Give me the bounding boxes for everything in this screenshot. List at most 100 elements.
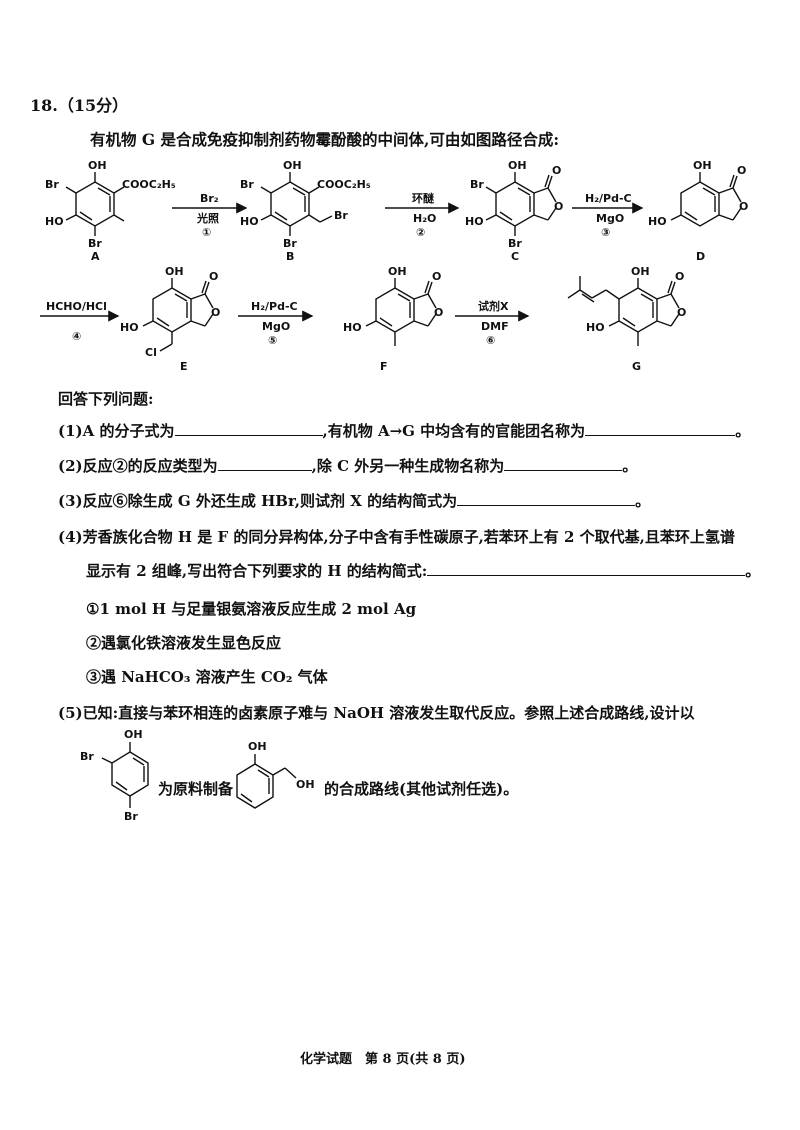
c-oh: OH bbox=[508, 159, 527, 172]
question-1: (1)A 的分子式为 ,有机物 A→G 中均含有的官能团名称为 。 bbox=[58, 420, 750, 441]
a-label: A bbox=[91, 250, 100, 263]
q2-text-1: (2)反应②的反应类型为 bbox=[58, 457, 218, 475]
q5-end-text: 的合成路线(其他试剂任选)。 bbox=[324, 780, 519, 798]
q1-blank-1[interactable] bbox=[174, 421, 323, 436]
e-label: E bbox=[180, 360, 188, 373]
q4-line-1: (4)芳香族化合物 H 是 F 的同分异构体,分子中含有手性碳原子,若苯环上有 … bbox=[58, 528, 735, 546]
r3-top: H₂/Pd-C bbox=[585, 192, 632, 205]
r2-num: ② bbox=[416, 226, 425, 239]
b-oh: OH bbox=[283, 159, 302, 172]
r5-num: ⑤ bbox=[268, 334, 277, 347]
e-oh: OH bbox=[165, 265, 184, 278]
b-ho: HO bbox=[240, 215, 259, 228]
r3-num: ③ bbox=[601, 226, 610, 239]
compound-f-structure bbox=[365, 278, 437, 346]
q1-end: 。 bbox=[735, 422, 751, 440]
d-label: D bbox=[696, 250, 705, 263]
question-intro: 有机物 G 是合成免疫抑制剂药物霉酚酸的中间体,可由如图路径合成: bbox=[90, 130, 560, 149]
c-o-ring: O bbox=[554, 200, 563, 213]
b-br2: Br bbox=[283, 237, 297, 250]
compound-c-structure bbox=[485, 172, 557, 236]
r5-bottom: MgO bbox=[262, 320, 290, 333]
page-footer: 化学试题 第 8 页(共 8 页) bbox=[300, 1052, 466, 1067]
q5-start-br1: Br bbox=[80, 750, 94, 763]
d-oh: OH bbox=[693, 159, 712, 172]
g-oh: OH bbox=[631, 265, 650, 278]
f-o-ring: O bbox=[434, 306, 443, 319]
e-cl: Cl bbox=[145, 346, 157, 359]
q4-condition-1: ①1 mol H 与足量银氨溶液反应生成 2 mol Ag bbox=[86, 600, 417, 618]
b-ester: COOC₂H₅ bbox=[317, 178, 371, 191]
q4-line-2: 显示有 2 组峰,写出符合下列要求的 H 的结构简式: 。 bbox=[86, 560, 760, 581]
q3-blank-1[interactable] bbox=[457, 491, 636, 506]
g-ho: HO bbox=[586, 321, 605, 334]
q3-end: 。 bbox=[635, 492, 651, 510]
q4-line-2-text: 显示有 2 组峰,写出符合下列要求的 H 的结构简式: bbox=[86, 562, 428, 580]
answer-intro: 回答下列问题: bbox=[58, 390, 154, 408]
a-ho: HO bbox=[45, 215, 64, 228]
q2-end: 。 bbox=[622, 457, 638, 475]
q5-target-oh2: OH bbox=[296, 778, 315, 791]
q4-condition-3: ③遇 NaHCO₃ 溶液产生 CO₂ 气体 bbox=[86, 668, 328, 686]
b-br1: Br bbox=[240, 178, 254, 191]
a-br2: Br bbox=[88, 237, 102, 250]
q5-start-oh: OH bbox=[124, 728, 143, 741]
b-br3: Br bbox=[334, 209, 348, 222]
c-ho: HO bbox=[465, 215, 484, 228]
a-br1: Br bbox=[45, 178, 59, 191]
f-label: F bbox=[380, 360, 388, 373]
d-ho: HO bbox=[648, 215, 667, 228]
f-ho: HO bbox=[343, 321, 362, 334]
r1-bottom: 光照 bbox=[196, 211, 219, 225]
c-o-carbonyl: O bbox=[552, 164, 561, 177]
q5-target-oh: OH bbox=[248, 740, 267, 753]
e-o-ring: O bbox=[211, 306, 220, 319]
compound-b-structure bbox=[260, 172, 333, 236]
q1-blank-2[interactable] bbox=[585, 421, 736, 436]
f-o-carbonyl: O bbox=[432, 270, 441, 283]
d-o-ring: O bbox=[739, 200, 748, 213]
compound-a-structure bbox=[65, 172, 125, 236]
q5-start-br2: Br bbox=[124, 810, 138, 823]
q2-text-2: ,除 C 外另一种生成物名称为 bbox=[311, 457, 505, 475]
r6-bottom: DMF bbox=[481, 320, 509, 333]
q3-text-1: (3)反应⑥除生成 G 外还生成 HBr,则试剂 X 的结构简式为 bbox=[58, 492, 458, 510]
question-number: 18.（15分） bbox=[30, 96, 129, 115]
c-br1: Br bbox=[470, 178, 484, 191]
e-o-carbonyl: O bbox=[209, 270, 218, 283]
q4-end: 。 bbox=[745, 562, 761, 580]
d-o-carbonyl: O bbox=[737, 164, 746, 177]
g-label: G bbox=[632, 360, 641, 373]
q2-blank-1[interactable] bbox=[217, 456, 312, 471]
a-ester: COOC₂H₅ bbox=[122, 178, 176, 191]
r2-top: 环醚 bbox=[412, 191, 434, 205]
q4-blank[interactable] bbox=[427, 561, 746, 576]
r1-top: Br₂ bbox=[200, 192, 219, 205]
synthesis-scheme: OH Br COOC₂H₅ HO Br A OH Br COOC₂H₅ HO B… bbox=[40, 159, 748, 373]
question-3: (3)反应⑥除生成 G 外还生成 HBr,则试剂 X 的结构简式为 。 bbox=[58, 490, 650, 511]
compound-g-structure bbox=[567, 276, 680, 346]
r1-num: ① bbox=[202, 226, 211, 239]
r6-top: 试剂X bbox=[478, 299, 509, 313]
g-o-carbonyl: O bbox=[675, 270, 684, 283]
r5-top: H₂/Pd-C bbox=[251, 300, 298, 313]
q2-blank-2[interactable] bbox=[504, 456, 623, 471]
a-oh: OH bbox=[88, 159, 107, 172]
r6-num: ⑥ bbox=[486, 334, 495, 347]
r4-top: HCHO/HCl bbox=[46, 300, 107, 313]
q1-text-2: ,有机物 A→G 中均含有的官能团名称为 bbox=[322, 422, 586, 440]
r4-num: ④ bbox=[72, 330, 81, 343]
q1-text-1: (1)A 的分子式为 bbox=[58, 422, 175, 440]
e-ho: HO bbox=[120, 321, 139, 334]
q5-structures: OH Br Br OH OH bbox=[80, 728, 315, 823]
q5-mid-text: 为原料制备 bbox=[158, 780, 234, 798]
r3-bottom: MgO bbox=[596, 212, 624, 225]
q5-target-structure bbox=[236, 754, 297, 809]
g-o-ring: O bbox=[677, 306, 686, 319]
compound-d-structure bbox=[670, 172, 742, 227]
c-label: C bbox=[511, 250, 519, 263]
f-oh: OH bbox=[388, 265, 407, 278]
b-label: B bbox=[286, 250, 294, 263]
question-2: (2)反应②的反应类型为 ,除 C 外另一种生成物名称为 。 bbox=[58, 455, 637, 476]
c-br2: Br bbox=[508, 237, 522, 250]
